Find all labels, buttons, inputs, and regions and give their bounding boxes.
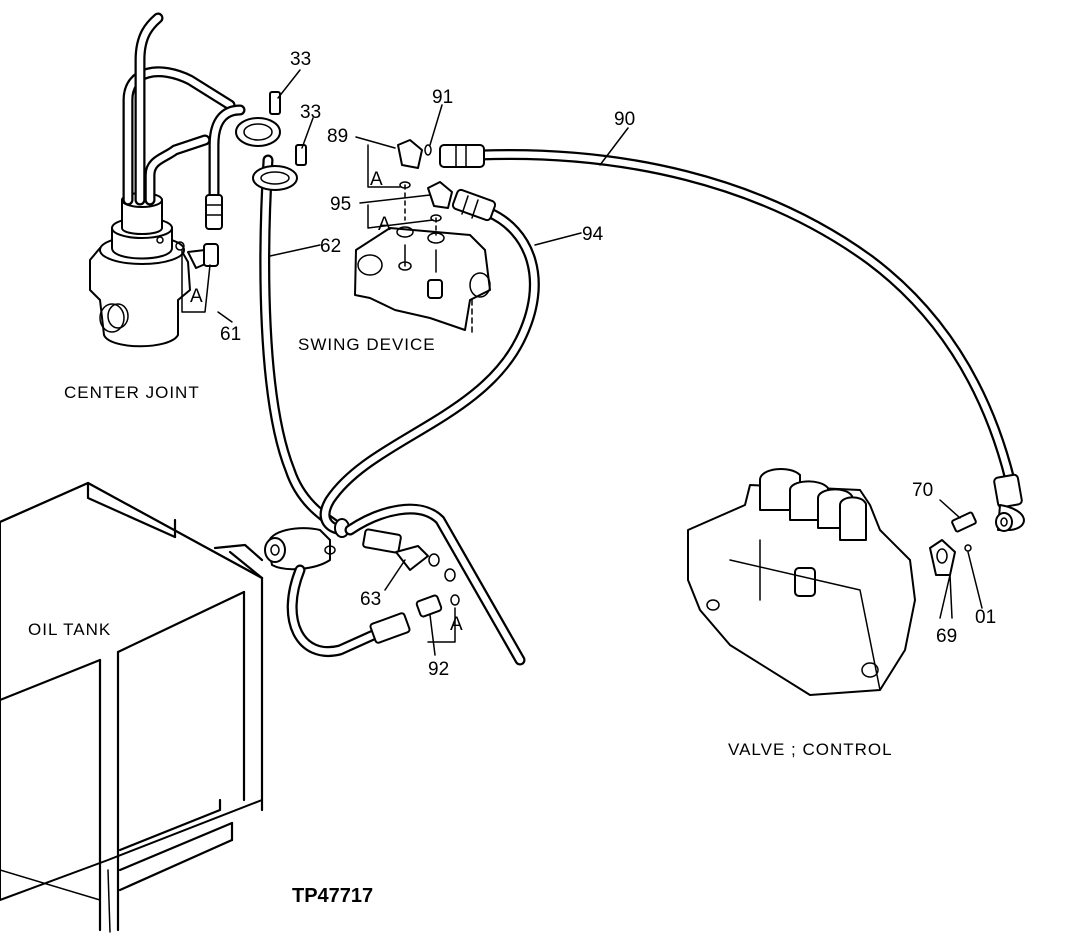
callout-69: 69 (936, 626, 957, 647)
tank-fittings (264, 503, 526, 666)
callout-70: 70 (912, 480, 933, 501)
view-marker-a-3: A (190, 286, 203, 307)
label-swing-device: SWING DEVICE (298, 335, 436, 354)
callout-90: 90 (614, 109, 635, 130)
leader-lines (181, 69, 983, 656)
label-center-joint: CENTER JOINT (64, 383, 200, 402)
callout-91: 91 (432, 87, 453, 108)
label-valve-control: VALVE ; CONTROL (728, 740, 893, 759)
callout-33-upper: 33 (290, 49, 311, 70)
center-joint-drawing (89, 12, 236, 348)
callout-62: 62 (320, 236, 341, 257)
callout-33-lower: 33 (300, 102, 321, 123)
view-marker-a-2: A (378, 214, 391, 235)
swing-device-drawing (354, 139, 491, 336)
view-marker-a-1: A (370, 169, 383, 190)
control-valve-drawing (687, 468, 977, 696)
callout-61: 61 (220, 324, 241, 345)
callout-95: 95 (330, 194, 351, 215)
hose-62 (205, 104, 346, 534)
callout-94: 94 (582, 224, 604, 245)
reference-id: TP47717 (292, 885, 373, 907)
view-marker-a-4: A (450, 614, 463, 635)
hose-94 (319, 188, 540, 536)
hose-90 (439, 144, 1025, 532)
label-oil-tank: OIL TANK (28, 620, 111, 639)
callout-01: 01 (975, 607, 996, 628)
callout-63: 63 (360, 589, 381, 610)
callout-89: 89 (327, 126, 348, 147)
clamps-33 (235, 91, 307, 191)
oil-tank-drawing (0, 481, 264, 933)
labels: 33 33 91 90 89 A 95 A 94 62 A 61 SWING D… (28, 49, 996, 907)
callout-92: 92 (428, 659, 449, 680)
